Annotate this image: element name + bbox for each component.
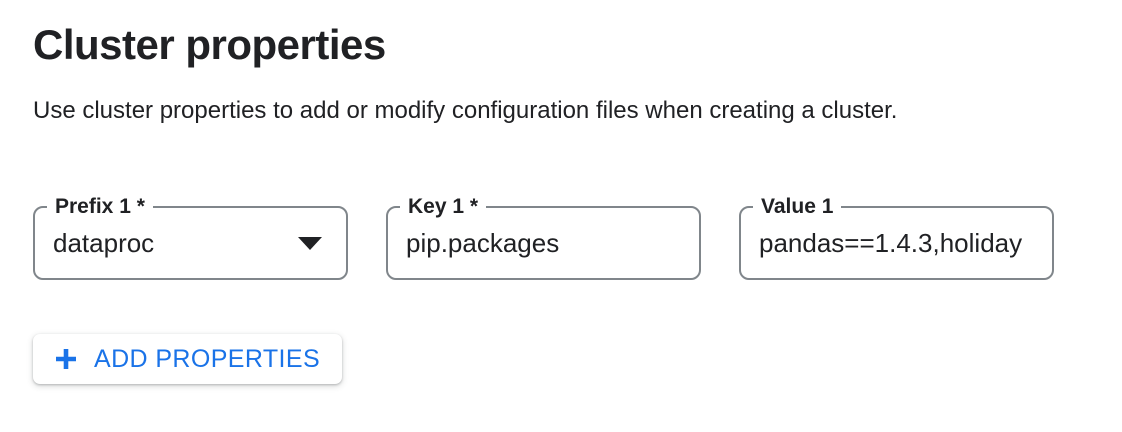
plus-icon [55, 348, 77, 370]
value-label: Value 1 [753, 193, 842, 221]
prefix-label: Prefix 1 * [47, 193, 153, 221]
key-label: Key 1 * [400, 193, 487, 221]
add-properties-label: ADD PROPERTIES [94, 344, 321, 373]
add-properties-button[interactable]: ADD PROPERTIES [33, 334, 343, 384]
property-fields-row: Prefix 1 * dataproc Key 1 * Value 1 [33, 193, 1092, 280]
dropdown-arrow-icon [298, 237, 322, 250]
key-field: Key 1 * [386, 193, 701, 280]
cluster-properties-section: Cluster properties Use cluster propertie… [33, 21, 1092, 384]
prefix-select[interactable]: Prefix 1 * dataproc [33, 193, 348, 280]
actions-row: ADD PROPERTIES [33, 334, 1092, 384]
page-title: Cluster properties [33, 21, 386, 68]
prefix-selected-value: dataproc [53, 228, 155, 258]
value-field: Value 1 [739, 193, 1054, 280]
page-description: Use cluster properties to add or modify … [33, 97, 898, 124]
